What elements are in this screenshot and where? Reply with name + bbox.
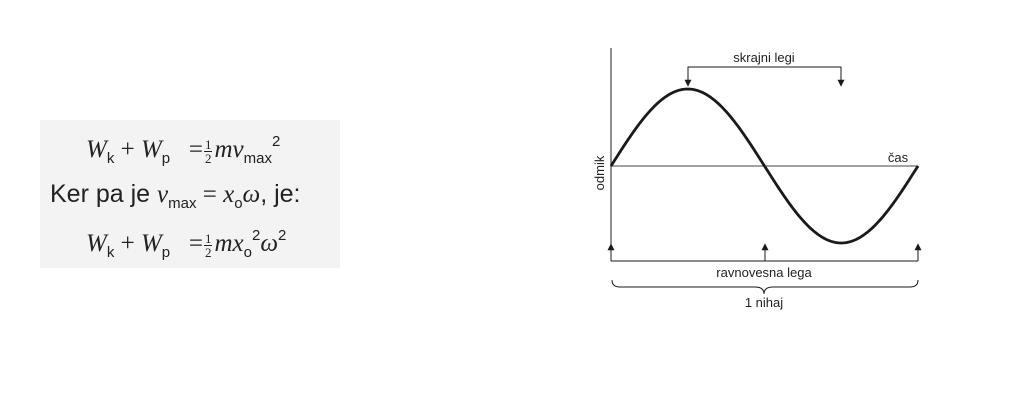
eq3-x: x (232, 230, 244, 257)
eq3-w2: W (140, 230, 162, 257)
eq1-v-sub: max (243, 150, 272, 167)
eq1-w2: W (140, 136, 162, 163)
eq3-plus: + (120, 230, 135, 257)
velocity-equation: Ker pa je vmax = xoω, je: (50, 180, 301, 212)
eq3-omega: ω (260, 230, 278, 257)
eq3-sub2: p (161, 244, 171, 261)
eq1-v: v (232, 136, 244, 163)
eq1-m: m (214, 136, 233, 163)
eq2-x: x (223, 181, 235, 208)
label-one-oscillation: 1 nihaj (745, 295, 783, 310)
eq2-text-post: , je: (260, 180, 301, 208)
oscillation-brace (611, 279, 919, 295)
label-equilibrium: ravnovesna lega (716, 265, 812, 280)
eq1-w1: W (86, 136, 107, 163)
eq3-x-sub: o (243, 244, 252, 261)
eq3-m: m (214, 230, 233, 257)
label-extremes: skrajni legi (733, 50, 795, 65)
eq1-fraction-num: 1 (203, 137, 213, 152)
eq3-sub1: k (106, 244, 115, 261)
eq2-omega: ω (242, 181, 261, 208)
eq2-equals: = (196, 181, 224, 208)
eq2-x-sub: o (234, 195, 243, 212)
eq3-fraction-num: 1 (203, 231, 213, 246)
eq1-sub2: p (161, 150, 171, 167)
eq1-v-sup: 2 (271, 133, 281, 150)
eq1-equals: = (188, 136, 203, 163)
eq1-fraction-den: 2 (204, 151, 212, 166)
eq2-v-sub: max (168, 195, 197, 212)
equation-panel (40, 120, 340, 268)
label-time-axis: čas (888, 150, 909, 165)
eq1-plus: + (120, 136, 135, 163)
label-displacement-axis: odmik (592, 155, 607, 190)
sine-wave (609, 87, 920, 245)
eq2-text-pre: Ker pa je (50, 180, 158, 208)
eq3-fraction-den: 2 (204, 245, 212, 260)
eq2-v: v (157, 181, 169, 208)
eq3-w1: W (86, 230, 107, 257)
eq3-equals: = (188, 230, 203, 257)
eq3-x-sup: 2 (251, 227, 261, 244)
eq1-sub1: k (106, 150, 115, 167)
extremes-bracket (687, 66, 842, 82)
eq3-omega-sup: 2 (277, 227, 287, 244)
